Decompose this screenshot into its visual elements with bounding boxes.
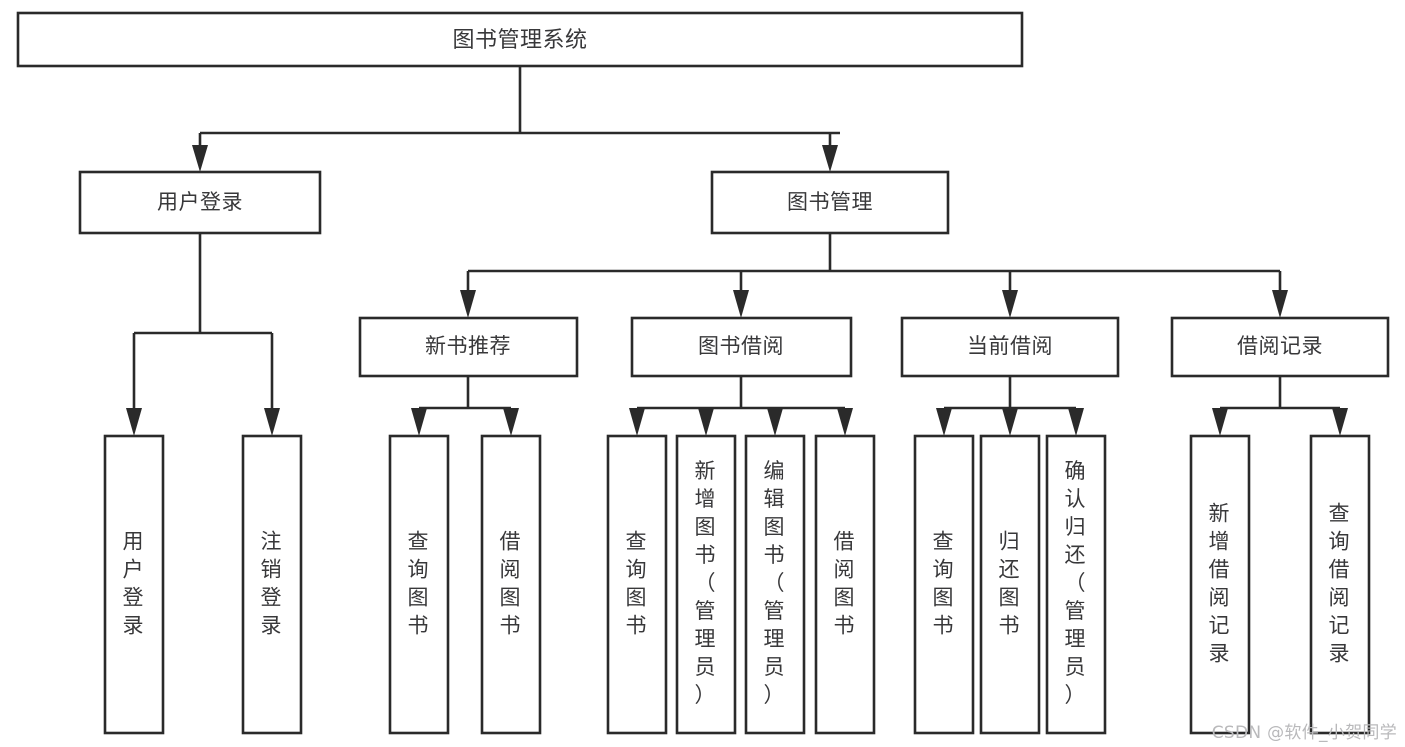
node-book-management-label: 图书管理 xyxy=(787,190,873,214)
arrowhead-leaf-add-record xyxy=(1212,408,1228,436)
leaf-query-book-3-box[interactable] xyxy=(913,434,975,735)
leaf-borrow-book-1[interactable]: 借阅图书 xyxy=(480,434,542,735)
leaf-query-book-2-label: 查询图书 xyxy=(626,530,649,638)
arrowhead-leaf-confirm-return xyxy=(1068,408,1084,436)
node-borrow-record-label: 借阅记录 xyxy=(1237,334,1323,358)
leaf-user-login-box[interactable] xyxy=(103,434,165,735)
arrowhead-leaf-borrow-book-1 xyxy=(503,408,519,436)
leaf-borrow-book-1-label: 借阅图书 xyxy=(500,530,523,638)
arrowhead-leaf-query-book-2 xyxy=(629,408,645,436)
leaf-borrow-book-1-box[interactable] xyxy=(480,434,542,735)
arrowhead-book-management xyxy=(822,145,838,172)
node-borrow-record-box[interactable] xyxy=(1170,316,1390,378)
node-book-borrow-label: 图书借阅 xyxy=(698,334,784,358)
connector-layer xyxy=(126,66,1348,436)
arrowhead-borrow-record xyxy=(1272,290,1288,318)
leaf-borrow-book-2[interactable]: 借阅图书 xyxy=(814,434,876,735)
leaf-add-book[interactable]: 新增图书（管理员） xyxy=(675,434,737,735)
leaf-edit-book-label: 编辑图书（管理员） xyxy=(764,459,787,707)
arrowhead-book-borrow xyxy=(733,290,749,318)
arrowhead-leaf-return-book xyxy=(1002,408,1018,436)
leaf-add-record-box[interactable] xyxy=(1189,434,1251,735)
leaf-user-login[interactable]: 用户登录 xyxy=(103,434,165,735)
node-root-box[interactable] xyxy=(16,11,1024,68)
arrowhead-leaf-borrow-book-2 xyxy=(837,408,853,436)
arrowhead-leaf-edit-book xyxy=(767,408,783,436)
leaf-user-logout[interactable]: 注销登录 xyxy=(241,434,303,735)
node-new-book-recommend-box[interactable] xyxy=(358,316,579,378)
arrowhead-leaf-query-book-3 xyxy=(936,408,952,436)
leaf-borrow-book-2-box[interactable] xyxy=(814,434,876,735)
node-current-borrow[interactable]: 当前借阅 xyxy=(900,316,1120,378)
leaf-query-book-3-label: 查询图书 xyxy=(933,530,956,638)
node-book-borrow[interactable]: 图书借阅 xyxy=(630,316,853,378)
leaf-query-record-box[interactable] xyxy=(1309,434,1371,735)
leaf-query-book-1-box[interactable] xyxy=(388,434,450,735)
node-current-borrow-label: 当前借阅 xyxy=(967,334,1053,358)
leaf-confirm-return-box[interactable] xyxy=(1045,434,1107,735)
node-new-book-recommend-label: 新书推荐 xyxy=(425,334,511,358)
arrowhead-current-borrow xyxy=(1002,290,1018,318)
leaf-confirm-return[interactable]: 确认归还（管理员） xyxy=(1045,434,1107,735)
leaf-query-book-1[interactable]: 查询图书 xyxy=(388,434,450,735)
leaf-query-book-1-label: 查询图书 xyxy=(408,530,431,638)
leaf-add-record[interactable]: 新增借阅记录 xyxy=(1189,434,1251,735)
arrowhead-leaf-user-logout xyxy=(264,408,280,436)
leaf-add-record-label: 新增借阅记录 xyxy=(1209,502,1232,666)
leaf-user-logout-box[interactable] xyxy=(241,434,303,735)
node-book-management[interactable]: 图书管理 xyxy=(710,170,950,235)
leaf-add-book-label: 新增图书（管理员） xyxy=(695,459,718,707)
node-root-label: 图书管理系统 xyxy=(452,28,587,53)
node-user-login-label: 用户登录 xyxy=(157,190,243,214)
arrowhead-leaf-add-book xyxy=(698,408,714,436)
node-current-borrow-box[interactable] xyxy=(900,316,1120,378)
leaf-query-record-label: 查询借阅记录 xyxy=(1329,502,1352,666)
leaf-confirm-return-label: 确认归还（管理员） xyxy=(1065,459,1088,707)
arrowhead-leaf-user-login xyxy=(126,408,142,436)
leaf-return-book-label: 归还图书 xyxy=(999,530,1022,638)
arrowhead-user-login xyxy=(192,145,208,172)
node-user-login[interactable]: 用户登录 xyxy=(78,170,322,235)
leaf-return-book-box[interactable] xyxy=(979,434,1041,735)
leaf-edit-book[interactable]: 编辑图书（管理员） xyxy=(744,434,806,735)
leaf-query-book-2[interactable]: 查询图书 xyxy=(606,434,668,735)
leaf-return-book[interactable]: 归还图书 xyxy=(979,434,1041,735)
leaf-borrow-book-2-label: 借阅图书 xyxy=(834,530,857,638)
node-root[interactable]: 图书管理系统 xyxy=(16,11,1024,68)
node-book-management-box[interactable] xyxy=(710,170,950,235)
arrowhead-new-book-recommend xyxy=(460,290,476,318)
arrowhead-leaf-query-record xyxy=(1332,408,1348,436)
leaf-query-book-2-box[interactable] xyxy=(606,434,668,735)
leaf-edit-book-box[interactable] xyxy=(744,434,806,735)
node-book-borrow-box[interactable] xyxy=(630,316,853,378)
node-user-login-box[interactable] xyxy=(78,170,322,235)
leaf-query-book-3[interactable]: 查询图书 xyxy=(913,434,975,735)
node-borrow-record[interactable]: 借阅记录 xyxy=(1170,316,1390,378)
leaf-user-logout-label: 注销登录 xyxy=(261,530,284,638)
leaf-user-login-label: 用户登录 xyxy=(123,530,146,638)
node-new-book-recommend[interactable]: 新书推荐 xyxy=(358,316,579,378)
arrowhead-leaf-query-book-1 xyxy=(411,408,427,436)
leaf-query-record[interactable]: 查询借阅记录 xyxy=(1309,434,1371,735)
leaf-add-book-box[interactable] xyxy=(675,434,737,735)
